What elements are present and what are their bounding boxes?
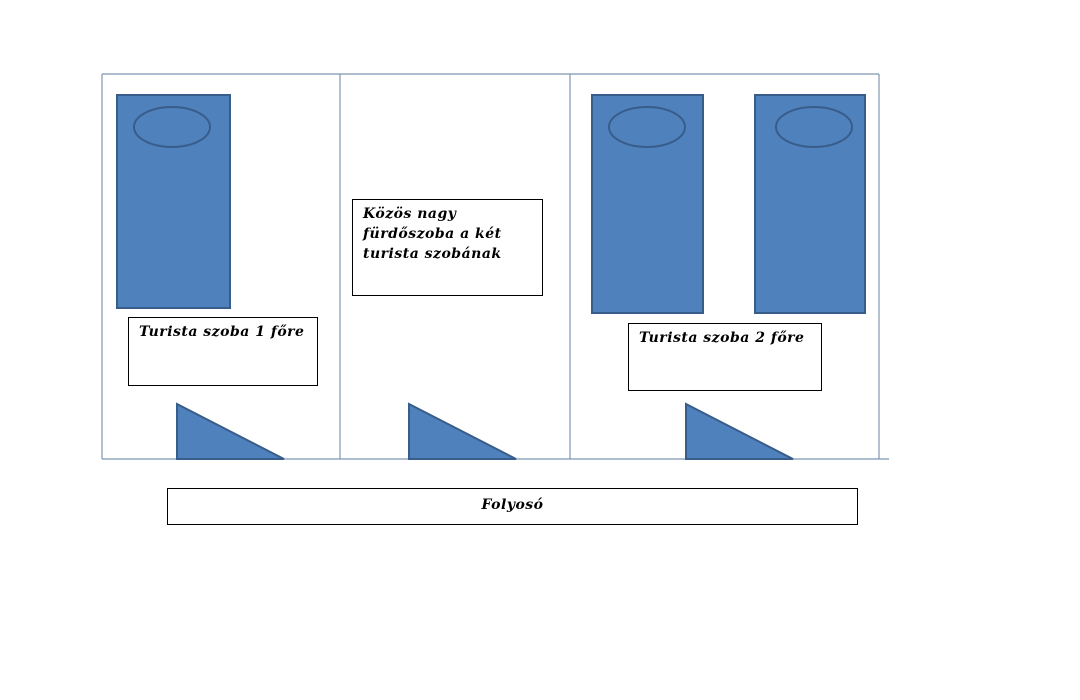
room-2-label-box: Turista szoba 2 főre: [628, 323, 822, 391]
door-icon-room-2: [685, 402, 794, 460]
room-1-label-box: Turista szoba 1 főre: [128, 317, 318, 386]
pillow-icon: [775, 106, 853, 148]
bed-room-2-left: [591, 94, 704, 314]
bathroom-label: Közös nagy fürdőszoba a két turista szob…: [363, 206, 502, 262]
corridor-label-box: Folyosó: [167, 488, 858, 525]
door-icon-room-1: [176, 402, 285, 460]
room-2-label: Turista szoba 2 főre: [639, 330, 805, 346]
room-1-label: Turista szoba 1 főre: [139, 324, 305, 340]
door-icon-bathroom: [408, 402, 517, 460]
corridor-label: Folyosó: [481, 497, 544, 513]
bed-room-2-right: [754, 94, 866, 314]
pillow-icon: [608, 106, 686, 148]
bed-room-1: [116, 94, 231, 309]
pillow-icon: [133, 106, 211, 148]
bathroom-label-box: Közös nagy fürdőszoba a két turista szob…: [352, 199, 543, 296]
